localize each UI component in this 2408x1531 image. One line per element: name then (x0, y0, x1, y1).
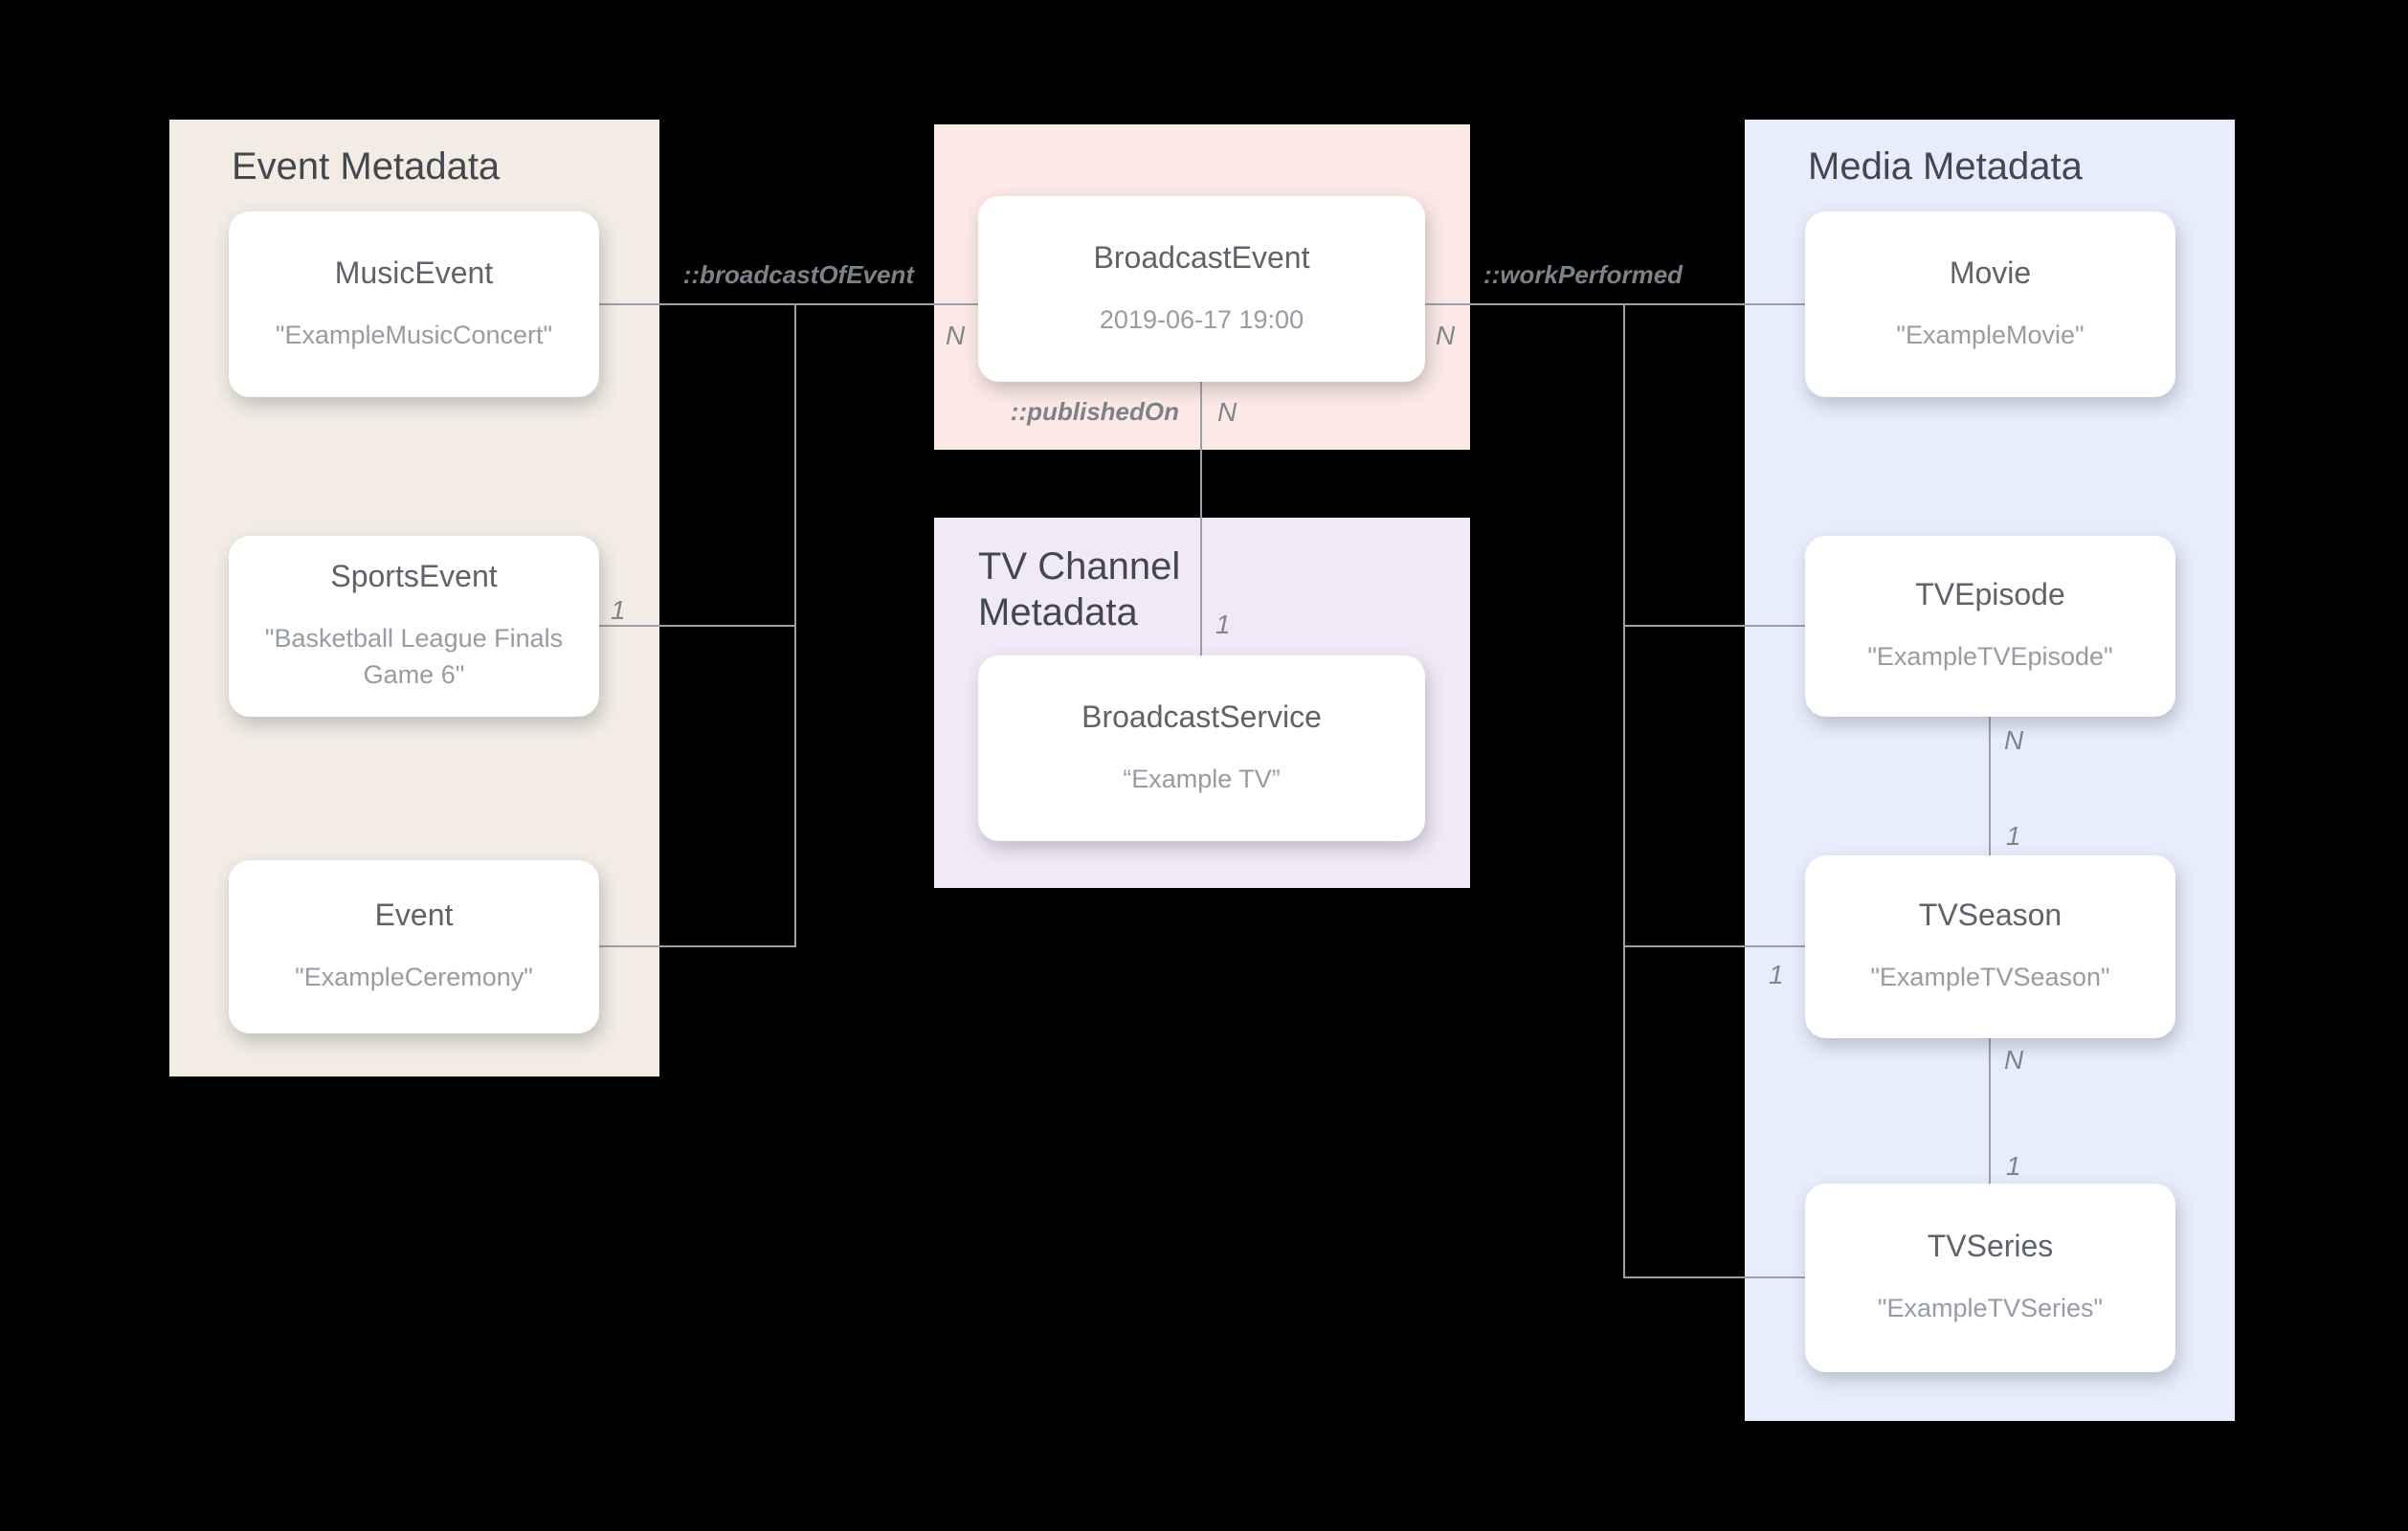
card-value: "ExampleMusicConcert" (275, 320, 553, 349)
cardinality-n-publishedon: N (1217, 397, 1237, 427)
cardinality-1-season-series: 1 (2006, 1151, 2021, 1181)
card-title: SportsEvent (330, 559, 498, 594)
card-title: Event (374, 898, 454, 933)
cardinality-1-tvseason-left: 1 (1769, 960, 1784, 989)
event-metadata-title: Event Metadata (232, 145, 501, 188)
tvseason-tvseries-line (1989, 1038, 1991, 1186)
cardinality-1-broadcastservice: 1 (1215, 610, 1231, 639)
cardinality-n-episode-season: N (2004, 725, 2024, 755)
card-title: TVSeason (1918, 898, 2062, 933)
trunk-tvepisode-line (1623, 625, 1805, 627)
broadcastevent-card: BroadcastEvent 2019-06-17 19:00 (978, 196, 1425, 382)
card-title: BroadcastEvent (1093, 239, 1310, 275)
card-value: "ExampleCeremony" (295, 963, 533, 992)
musicevent-card: MusicEvent "ExampleMusicConcert" (229, 211, 599, 397)
card-value: "ExampleTVSeason" (1870, 963, 2110, 992)
trunk-tvseason-line (1623, 945, 1805, 947)
published-on-label: ::publishedOn (1010, 397, 1179, 426)
cardinality-n-broadcast-left: N (946, 321, 966, 350)
tvseries-card: TVSeries "ExampleTVSeries" (1805, 1184, 2175, 1372)
cardinality-1-sportsevent: 1 (611, 595, 626, 625)
card-title: TVEpisode (1915, 577, 2065, 612)
card-value: "ExampleTVSeries" (1877, 1294, 2104, 1323)
card-value: "ExampleTVEpisode" (1867, 642, 2113, 672)
card-value: "Basketball League Finals Game 6" (264, 624, 564, 689)
tvepisode-card: TVEpisode "ExampleTVEpisode" (1805, 536, 2175, 717)
card-value: "ExampleMovie" (1896, 320, 2085, 349)
card-value: “Example TV” (1123, 764, 1281, 793)
card-value: 2019-06-17 19:00 (1099, 304, 1304, 334)
musicevent-broadcastevent-line (599, 303, 978, 305)
media-metadata-title: Media Metadata (1808, 145, 2083, 188)
tv-channel-metadata-title: TV Channel Metadata (978, 545, 1181, 633)
sportsevent-card: SportsEvent "Basketball League Finals Ga… (229, 536, 599, 717)
movie-card: Movie "ExampleMovie" (1805, 211, 2175, 397)
card-title: Movie (1949, 255, 2032, 290)
cardinality-n-season-series: N (2004, 1045, 2024, 1075)
cardinality-1-episode-season: 1 (2006, 821, 2021, 851)
card-title: TVSeries (1927, 1229, 2054, 1264)
event-card: Event "ExampleCeremony" (229, 860, 599, 1033)
card-title: BroadcastService (1081, 699, 1322, 734)
broadcastevent-movie-line (1425, 303, 1805, 305)
right-trunk-line (1623, 303, 1625, 1278)
tvseason-card: TVSeason "ExampleTVSeason" (1805, 855, 2175, 1038)
tvepisode-tvseason-line (1989, 717, 1991, 857)
work-performed-label: ::workPerformed (1483, 260, 1683, 289)
trunk-tvseries-line (1623, 1276, 1805, 1278)
sportsevent-trunk-line (599, 625, 796, 627)
left-trunk-line (794, 303, 796, 947)
broadcastevent-broadcastservice-line (1200, 382, 1202, 657)
broadcast-of-event-label: ::broadcastOfEvent (682, 260, 914, 289)
cardinality-n-broadcast-right: N (1436, 321, 1456, 350)
broadcastservice-card: BroadcastService “Example TV” (978, 655, 1425, 841)
card-title: MusicEvent (334, 255, 494, 290)
event-trunk-line (599, 945, 796, 947)
